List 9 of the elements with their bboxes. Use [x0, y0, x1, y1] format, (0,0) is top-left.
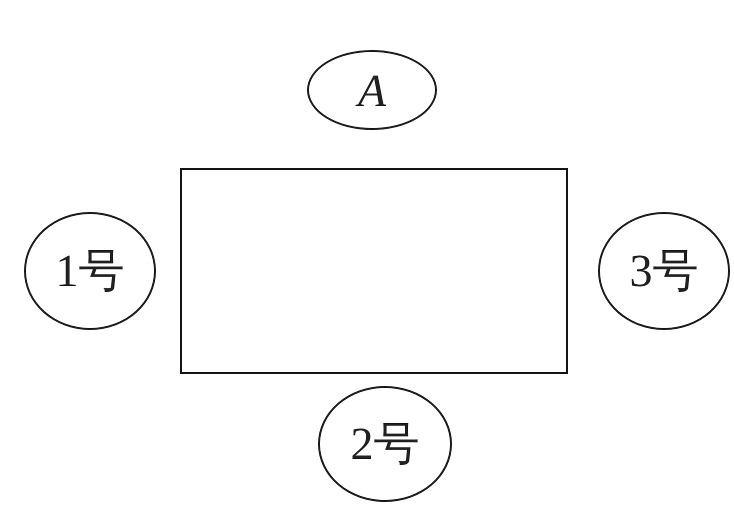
- labeled-circle: [318, 386, 452, 502]
- empty-rectangle: [180, 168, 568, 374]
- circle-label: A: [358, 64, 386, 116]
- labeled-circle: [307, 50, 437, 130]
- labeled-circle: [24, 212, 156, 330]
- labeled-circle: [598, 212, 730, 330]
- circle-label: 1号: [56, 244, 124, 298]
- circle-label: 3号: [630, 244, 698, 298]
- circle-label: 2号: [350, 417, 420, 471]
